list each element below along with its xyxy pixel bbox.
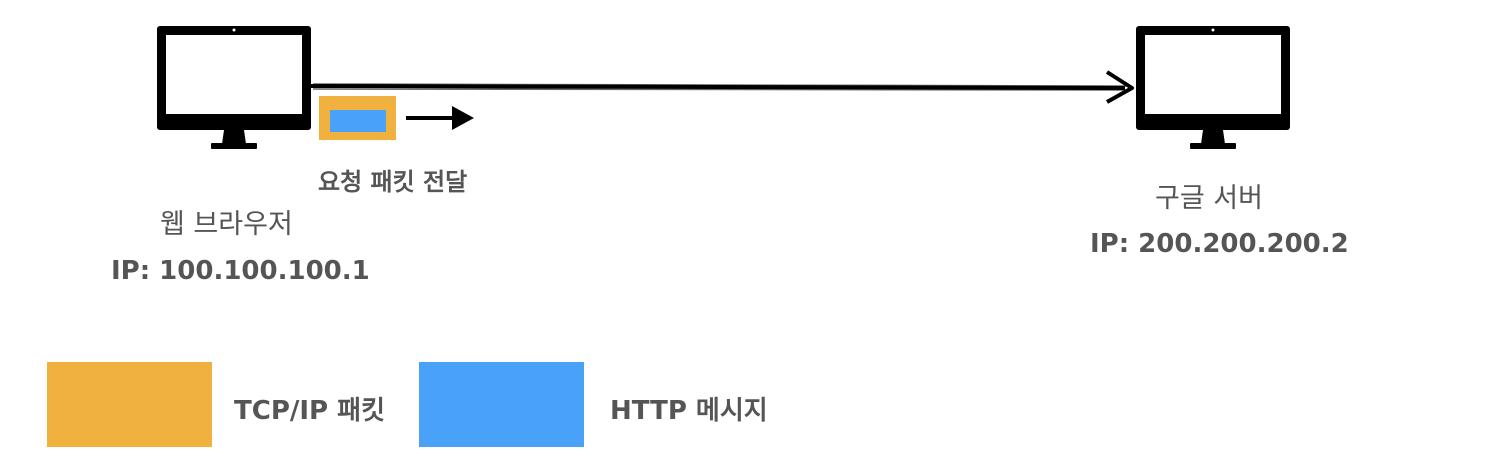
connection-arrow (310, 70, 1134, 104)
legend-http-swatch (419, 362, 584, 447)
server-monitor-icon (1136, 26, 1290, 149)
server-ip: IP: 200.200.200.2 (1090, 229, 1349, 259)
legend-tcp-label: TCP/IP 패킷 (234, 396, 385, 426)
packet-icon (319, 96, 396, 140)
client-monitor-icon (157, 26, 311, 149)
legend-http-label: HTTP 메시지 (610, 396, 768, 426)
packet-direction-arrow (406, 106, 474, 130)
legend-tcp-swatch (47, 362, 212, 447)
client-name: 웹 브라우저 (160, 209, 293, 240)
server-name: 구글 서버 (1155, 183, 1263, 214)
client-ip: IP: 100.100.100.1 (111, 256, 370, 286)
transfer-label: 요청 패킷 전달 (318, 168, 468, 196)
